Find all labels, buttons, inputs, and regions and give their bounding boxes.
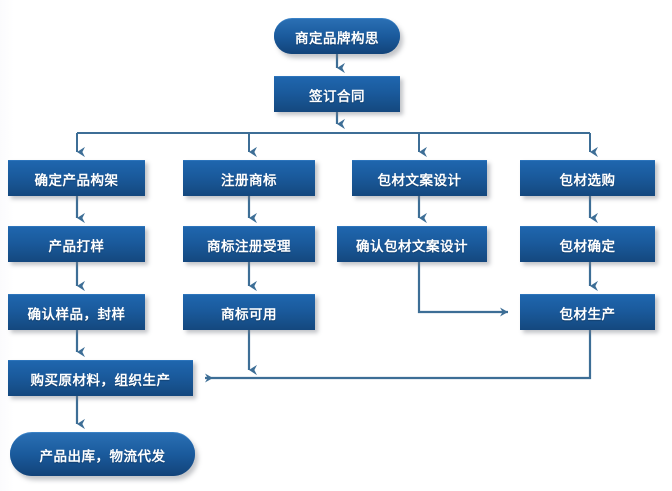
node-label: 包材生产 bbox=[559, 306, 616, 323]
node-label: 产品打样 bbox=[48, 238, 105, 255]
node-brand-concept[interactable]: 商定品牌构思 bbox=[274, 18, 400, 54]
node-product-prototype[interactable]: 产品打样 bbox=[8, 226, 145, 262]
node-trademark-application-accepted[interactable]: 商标注册受理 bbox=[183, 226, 315, 262]
node-trademark-available[interactable]: 商标可用 bbox=[183, 294, 315, 330]
node-confirm-sample-sealing[interactable]: 确认样品，封样 bbox=[8, 294, 145, 330]
edge-packprod-to-purchase bbox=[204, 330, 592, 383]
node-label: 确认包材文案设计 bbox=[356, 238, 468, 255]
node-label: 购买原材料，组织生产 bbox=[30, 372, 171, 389]
node-label: 包材选购 bbox=[559, 172, 616, 189]
node-label: 包材文案设计 bbox=[377, 172, 462, 189]
node-label: 确定产品构架 bbox=[34, 172, 119, 189]
node-packaging-confirmed[interactable]: 包材确定 bbox=[520, 226, 655, 262]
node-label: 确认样品，封样 bbox=[27, 306, 126, 323]
node-packaging-copy-design[interactable]: 包材文案设计 bbox=[352, 160, 487, 196]
node-packaging-selection[interactable]: 包材选购 bbox=[520, 160, 655, 196]
node-label: 商定品牌构思 bbox=[295, 30, 379, 47]
node-sign-contract[interactable]: 签订合同 bbox=[274, 76, 400, 112]
node-label: 商标注册受理 bbox=[207, 238, 291, 255]
node-confirm-packaging-copy-design[interactable]: 确认包材文案设计 bbox=[337, 226, 487, 262]
node-define-product-framework[interactable]: 确定产品构架 bbox=[8, 160, 145, 196]
node-register-trademark[interactable]: 注册商标 bbox=[183, 160, 315, 196]
node-label: 产品出库，物流代发 bbox=[39, 448, 166, 465]
node-label: 注册商标 bbox=[221, 172, 277, 189]
edge-confirmcopy-to-packprod bbox=[417, 262, 509, 317]
node-label: 商标可用 bbox=[221, 306, 277, 323]
node-label: 签订合同 bbox=[309, 88, 365, 105]
node-buy-materials-organize-production[interactable]: 购买原材料，组织生产 bbox=[8, 360, 193, 396]
node-label: 包材确定 bbox=[559, 238, 616, 255]
node-packaging-production[interactable]: 包材生产 bbox=[520, 294, 655, 330]
node-product-shipout-logistics[interactable]: 产品出库，物流代发 bbox=[10, 432, 195, 476]
